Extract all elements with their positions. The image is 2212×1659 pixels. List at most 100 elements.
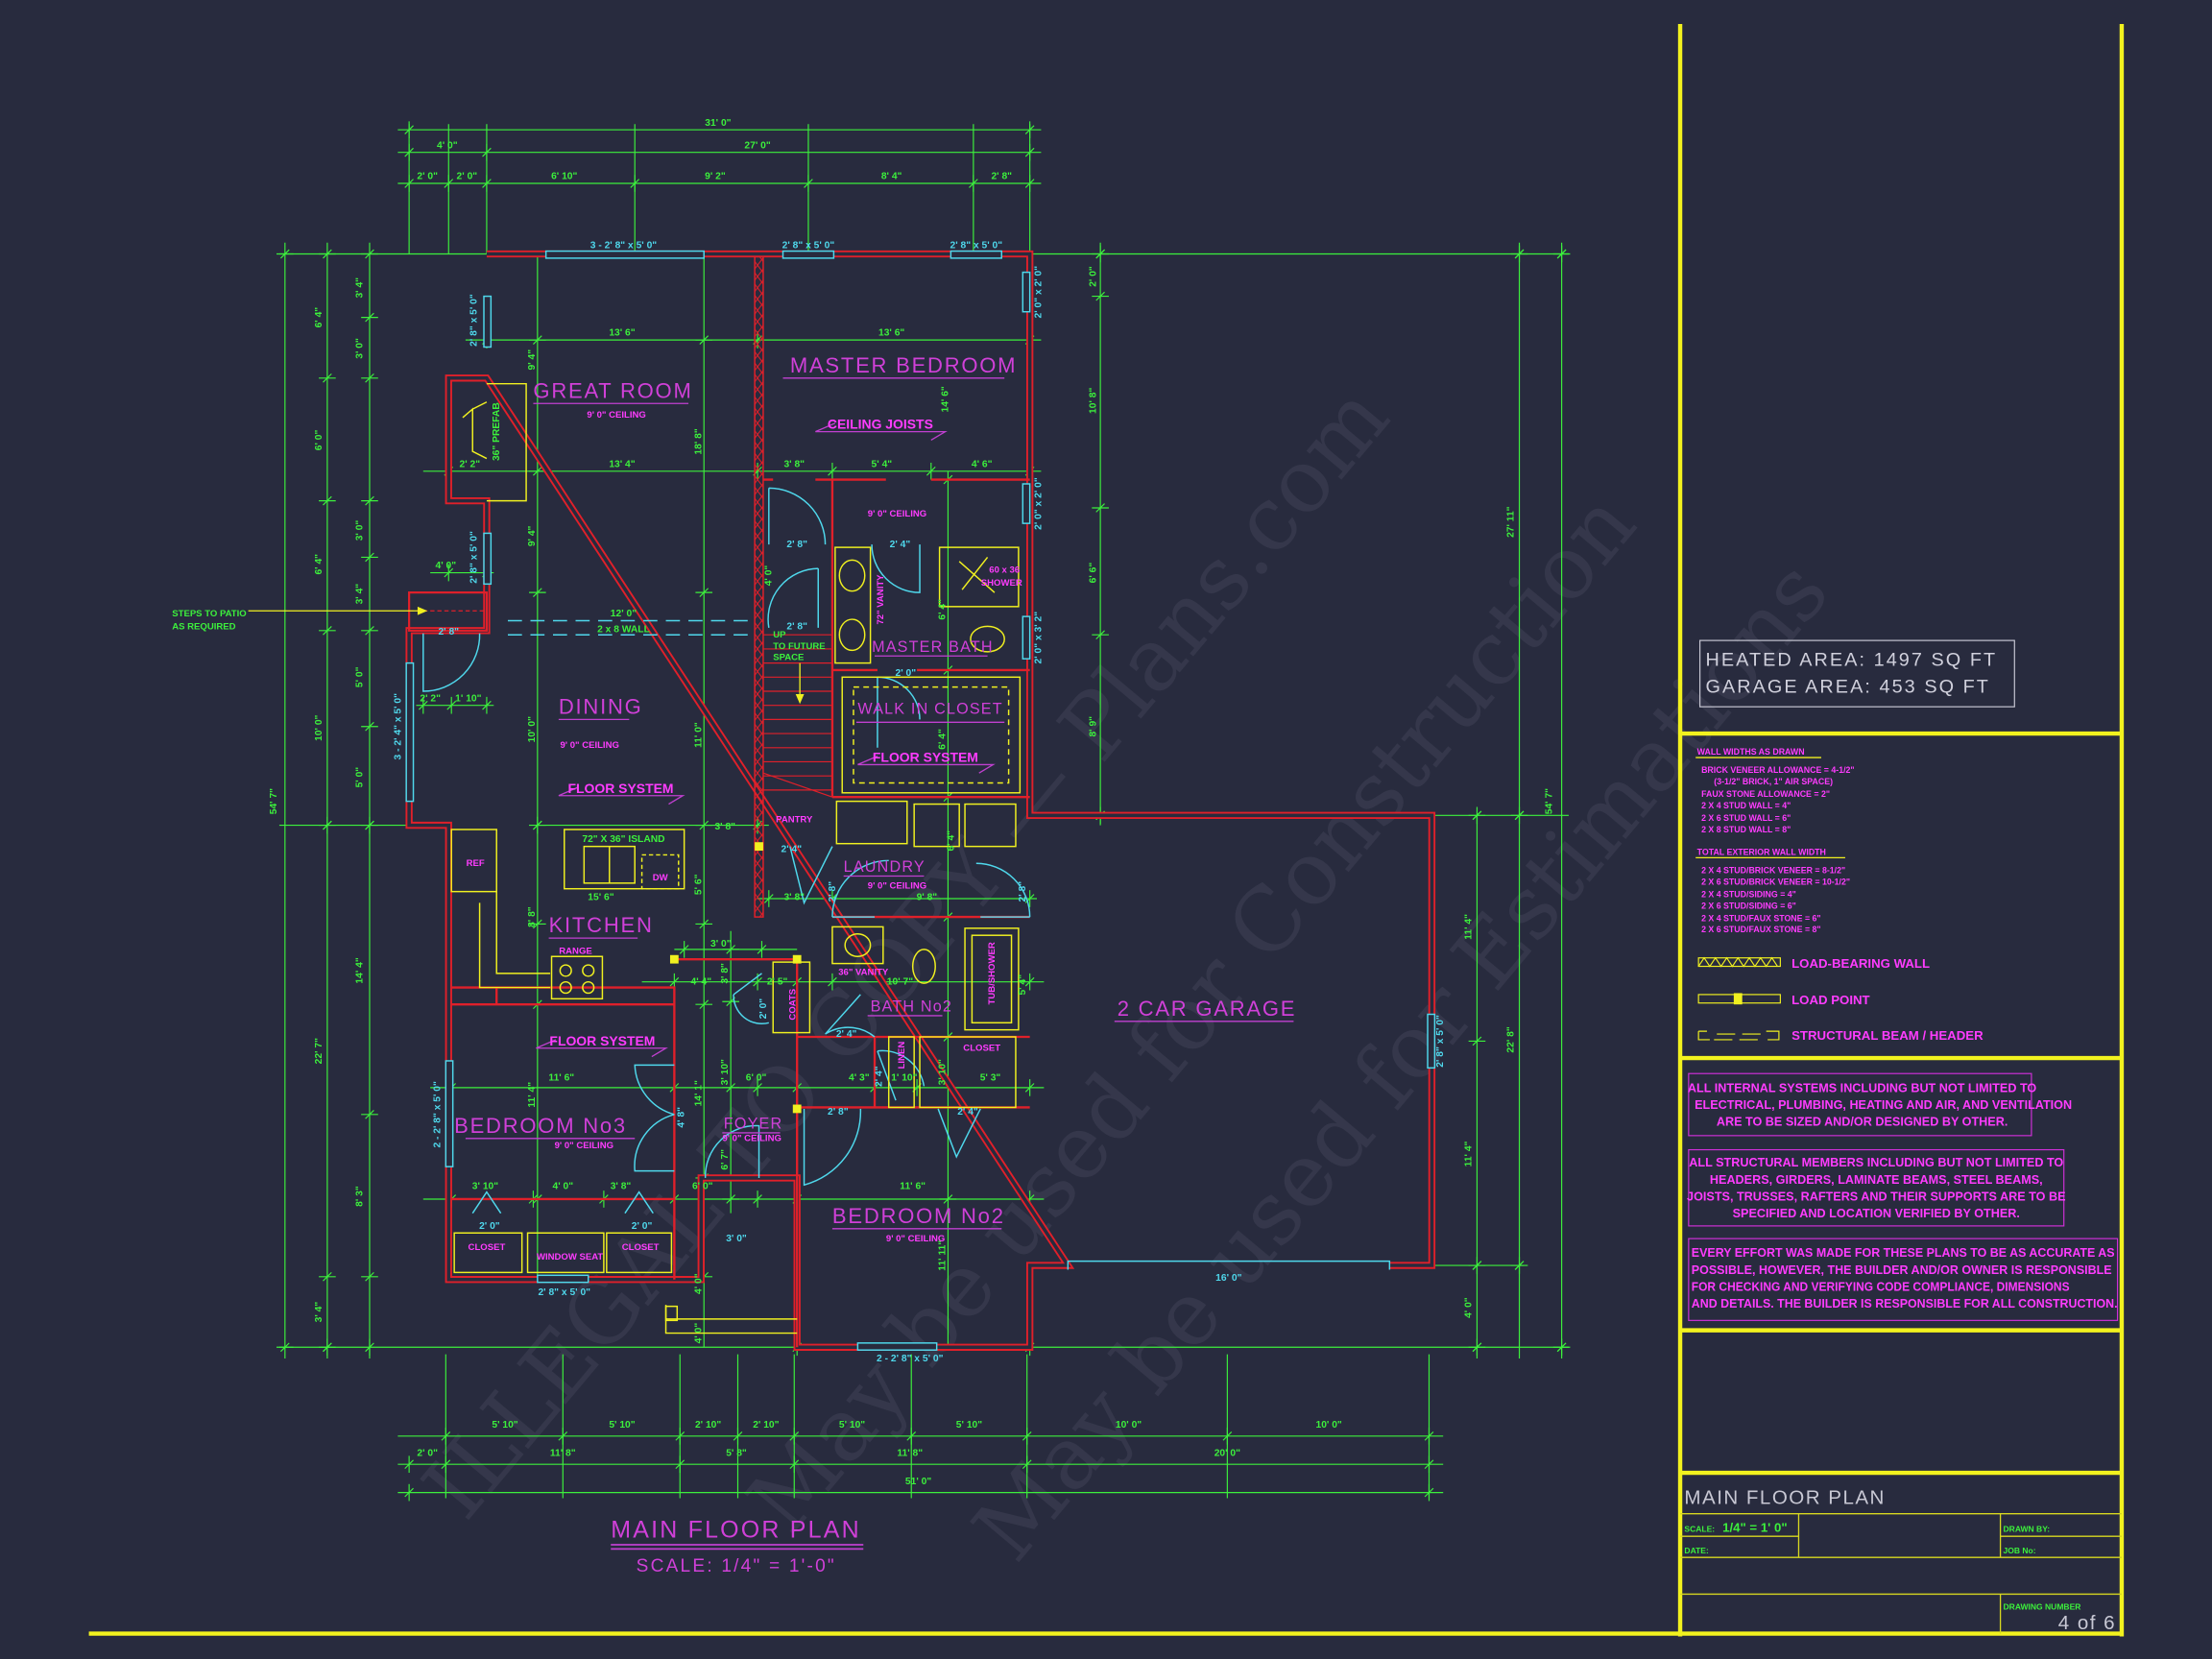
toilet xyxy=(911,949,936,984)
dimension-label: 3' 0" xyxy=(355,520,366,541)
dimension-label: 10' 0" xyxy=(314,714,325,740)
dimension-label: 13' 6" xyxy=(609,328,635,339)
dimension-label: 6' 4" xyxy=(946,830,956,852)
annotation-label: REF xyxy=(467,858,485,869)
general-notes: ALL INTERNAL SYSTEMS INCLUDING BUT NOT L… xyxy=(1687,1072,2119,1321)
wall-width-line: 2 X 8 STUD WALL = 8" xyxy=(1701,825,1791,834)
dimension-label: 22' 8" xyxy=(1506,1026,1517,1052)
window xyxy=(483,532,493,586)
range xyxy=(550,955,604,1000)
windows xyxy=(405,250,1436,1351)
dimension-label: 5' 10" xyxy=(839,1420,865,1431)
opening-size-label: 2' 0" xyxy=(479,1221,500,1232)
note-line: FOR CHECKING AND VERIFYING CODE COMPLIAN… xyxy=(1692,1280,2070,1293)
opening-size-label: 3 - 2' 8" x 5' 0" xyxy=(590,241,658,252)
dimension-label: 22' 7" xyxy=(314,1038,325,1064)
load-points xyxy=(669,842,802,1114)
note-internal-systems: ALL INTERNAL SYSTEMS INCLUDING BUT NOT L… xyxy=(1688,1072,2072,1137)
opening-size-label: 2' 8" x 5' 0" xyxy=(469,294,480,347)
load-point xyxy=(755,842,763,852)
dimension-label: 54' 7" xyxy=(1544,788,1554,814)
window xyxy=(1427,1013,1436,1070)
dimension-label: 8' 4" xyxy=(881,172,902,182)
dimension-label: 4' 0" xyxy=(1464,1297,1475,1318)
dimension-label: 3' 8" xyxy=(720,963,731,984)
door-swing xyxy=(937,1108,981,1159)
annotation-label: DW xyxy=(653,873,668,883)
dimension-label: 11' 0" xyxy=(693,722,704,748)
refrigerator xyxy=(450,829,497,893)
note-structural-members: ALL STRUCTURAL MEMBERS INCLUDING BUT NOT… xyxy=(1687,1148,2066,1227)
room-name: MASTER BEDROOM xyxy=(790,353,1017,377)
dimension-label: 11' 4" xyxy=(1464,1141,1475,1166)
dimension-label: 6' 4" xyxy=(937,729,948,750)
dimension-label: 4' 0" xyxy=(693,1323,704,1344)
dimension-label: 14' 6" xyxy=(940,386,950,412)
exterior-widths-title: TOTAL EXTERIOR WALL WIDTH xyxy=(1697,847,1826,856)
plan-labels: 31' 0"4' 0"27' 0"2' 0"2' 0"6' 10"9' 2"8'… xyxy=(172,118,1554,1576)
annotation-label: COATS xyxy=(788,989,799,1021)
door-swing xyxy=(871,544,921,593)
room-name: BEDROOM No3 xyxy=(454,1114,627,1138)
linen-closet xyxy=(887,1036,915,1109)
note-line: HEADERS, GIRDERS, LAMINATE BEAMS, STEEL … xyxy=(1710,1173,2043,1187)
exterior-width-line: 2 X 4 STUD/BRICK VENEER = 8-1/2" xyxy=(1701,866,1845,876)
dimension-label: 27' 0" xyxy=(744,140,770,151)
dimension-label: 3' 8" xyxy=(783,459,805,469)
plan-title: MAIN FLOOR PLAN xyxy=(611,1517,861,1544)
legend-label: LOAD POINT xyxy=(1791,993,1870,1007)
dimension-label: 4' 0" xyxy=(552,1182,573,1192)
legend-label: STRUCTURAL BEAM / HEADER xyxy=(1791,1028,1984,1043)
dryer xyxy=(913,803,960,848)
annotation-label: STEPS TO PATIO xyxy=(172,609,247,619)
dimension-label: 10' 0" xyxy=(527,716,538,742)
note-line: ARE TO BE SIZED AND/OR DESIGNED BY OTHER… xyxy=(1717,1116,2008,1129)
annotation-label: SHOWER xyxy=(981,578,1022,589)
door-swing xyxy=(733,973,769,1024)
dimension-label: 10' 0" xyxy=(1316,1420,1342,1431)
fireplace xyxy=(462,382,527,502)
window xyxy=(405,661,415,803)
window xyxy=(1022,615,1031,660)
title-block: HEATED AREA: 1497 SQ FT GARAGE AREA: 453… xyxy=(88,23,2125,1637)
annotation-label: FLOOR SYSTEM xyxy=(549,1033,655,1048)
door-swing xyxy=(422,633,481,692)
garage-door xyxy=(1067,1260,1391,1270)
room-name: MASTER BATH xyxy=(872,638,994,656)
exterior-width-line: 2 X 6 STUD/BRICK VENEER = 10-1/2" xyxy=(1701,877,1850,886)
dimension-label: 8' 3" xyxy=(355,1186,366,1207)
annotation-label: CLOSET xyxy=(963,1044,1000,1054)
opening-size-label: 2' 8" x 5' 0" xyxy=(538,1287,590,1298)
annotation-label: SPACE xyxy=(773,653,804,663)
load-point xyxy=(792,954,802,964)
dimension-label: 18' 8" xyxy=(693,428,704,454)
room-name: 2 CAR GARAGE xyxy=(1118,997,1296,1021)
job-number-label: JOB No: xyxy=(2004,1546,2036,1555)
annotation-label: TO FUTURE xyxy=(773,641,825,652)
annotation-label: FLOOR SYSTEM xyxy=(568,781,674,796)
wall-widths-table: WALL WIDTHS AS DRAWN BRICK VENEER ALLOWA… xyxy=(1695,747,1855,934)
toilet xyxy=(970,625,1005,653)
room-name: BATH No2 xyxy=(871,998,952,1016)
opening-size-label: 2' 4" xyxy=(890,540,911,550)
bath2-vanity xyxy=(831,926,884,965)
opening-size-label: 2' 8" xyxy=(786,621,807,632)
dimension-label: 3' 8" xyxy=(783,892,805,902)
dimension-label: 5' 0" xyxy=(355,767,366,788)
door-swing xyxy=(634,1064,675,1172)
annotations xyxy=(248,377,1294,1551)
stairs xyxy=(762,634,833,798)
dimension-label: 8' 8" xyxy=(527,906,538,927)
dimension-label: 6' 0" xyxy=(314,430,325,451)
note-line: JOISTS, TRUSSES, RAFTERS AND THEIR SUPPO… xyxy=(1687,1190,2065,1203)
tub-shower xyxy=(964,927,1020,1031)
opening-size-label: 4' 8" xyxy=(677,1107,687,1128)
opening-size-label: 2' 8" xyxy=(828,1107,849,1118)
dimension-label: 9' 2" xyxy=(705,172,726,182)
closet-shelf xyxy=(453,1232,523,1274)
master-vanity xyxy=(834,546,872,664)
dimension-label: 6' 0" xyxy=(692,1182,713,1192)
window xyxy=(856,1342,938,1351)
dimension-label: 2' 8" xyxy=(991,172,1012,182)
dimension-label: 6' 4" xyxy=(314,554,325,575)
